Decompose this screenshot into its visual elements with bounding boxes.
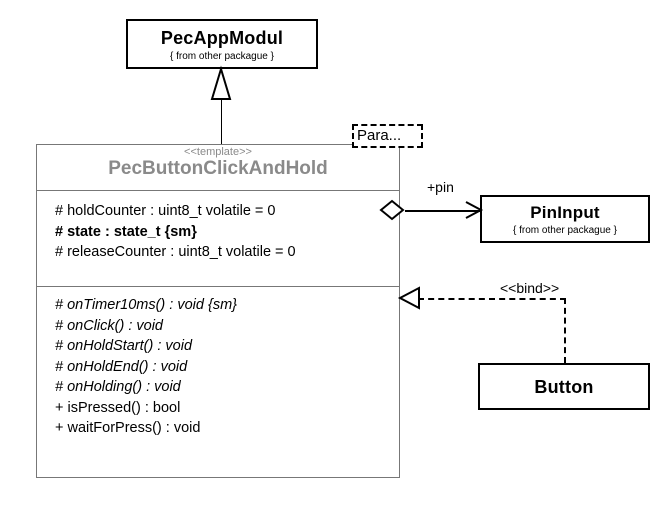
operation-row: # onTimer10ms() : void {sm} [55,297,237,313]
bind-line-horizontal [418,298,566,300]
class-box-pec-app-modul[interactable]: PecAppModul { from other packague } [126,19,318,69]
generalization-hollow-triangle-icon [210,65,232,100]
operation-row: + isPressed() : bool [55,399,181,416]
class-name-button: Button [534,377,594,397]
operation-row: # onHoldEnd() : void [55,358,188,375]
aggregation-line-shaft [405,210,480,212]
operation-row: # onHolding() : void [55,379,181,395]
class-box-button[interactable]: Button [478,363,650,410]
class-box-pin-input[interactable]: PinInput { from other packague } [480,195,650,243]
operation-row: # onClick() : void [55,317,163,334]
operation-row: # onHoldStart() : void [55,338,193,354]
attribute-row: # releaseCounter : uint8_t volatile = 0 [55,244,296,260]
operation-row: + waitForPress() : void [55,420,201,436]
class-package-note-pin-input: { from other packague } [513,225,617,236]
bind-hollow-triangle-icon [397,286,420,310]
class-stereotype-template: <<template>> [184,146,252,158]
bind-stereotype-label: <<bind>> [500,280,560,296]
attribute-row: # holdCounter : uint8_t volatile = 0 [55,203,276,219]
class-attributes-compartment: # holdCounter : uint8_t volatile = 0 # s… [37,191,399,287]
class-box-pec-button-click-and-hold[interactable]: <<template>> PecButtonClickAndHold # hol… [36,144,400,478]
template-parameter-box[interactable]: Para... [352,124,423,148]
class-name-pec-app-modul: PecAppModul [160,28,284,48]
class-header-pec-button-click-and-hold: <<template>> PecButtonClickAndHold [37,145,399,191]
aggregation-role-label: +pin [427,179,454,195]
bind-line-vertical [564,298,566,363]
attribute-row: # state : state_t {sm} [55,223,197,240]
class-name-pin-input: PinInput [530,203,600,222]
class-package-note-pec-app-modul: { from other packague } [170,51,274,62]
class-operations-compartment: # onTimer10ms() : void {sm} # onClick() … [37,287,399,447]
class-name-pec-button-click-and-hold: PecButtonClickAndHold [108,158,328,179]
generalization-line-shaft [221,99,222,144]
